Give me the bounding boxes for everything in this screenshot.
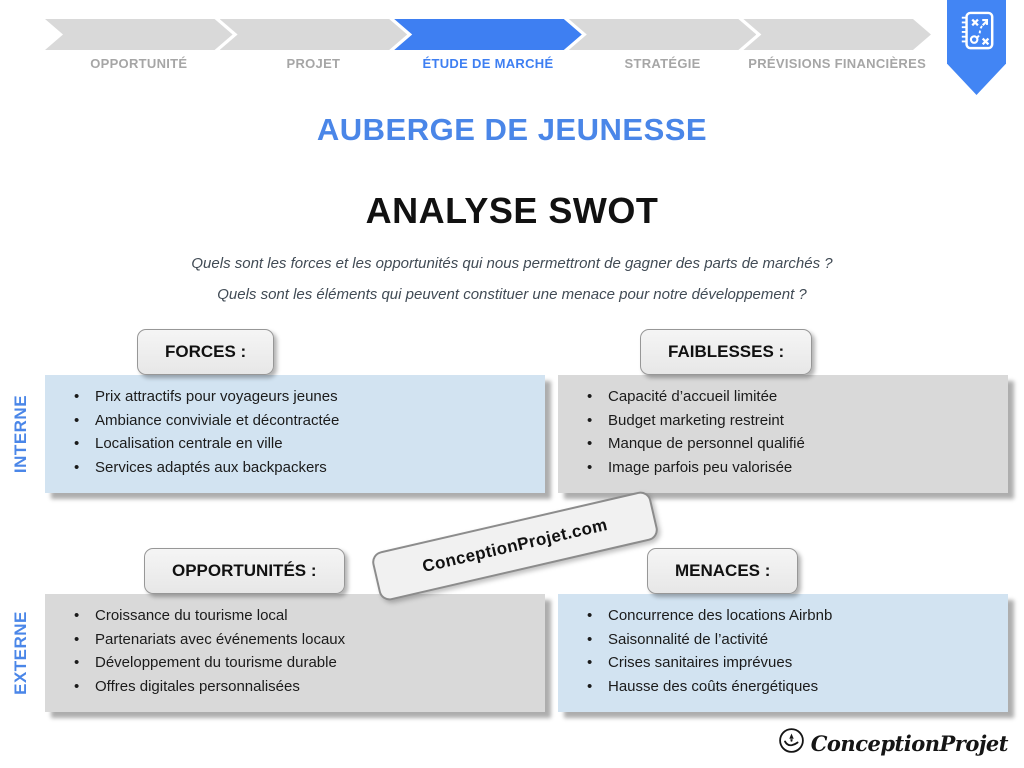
list-item: Budget marketing restreint [558,409,1000,433]
step-chevron-opportunite[interactable] [45,19,233,50]
list-item: Image parfois peu valorisée [558,456,1000,480]
step-label-etude-de-marche[interactable]: ÉTUDE DE MARCHÉ [422,56,554,71]
opportunites-title-pill: OPPORTUNITÉS : [144,548,345,594]
bookmark-ribbon [947,0,1006,95]
list-item: Saisonnalité de l’activité [558,628,1000,652]
step-label-projet[interactable]: PROJET [286,56,341,71]
menaces-title-pill: MENACES : [647,548,799,594]
menaces-box: Concurrence des locations Airbnb Saisonn… [558,594,1008,712]
list-item: Manque de personnel qualifié [558,432,1000,456]
watermark-badge: ConceptionProjet.com [370,489,660,603]
list-item: Partenariats avec événements locaux [45,628,537,652]
step-label-strategie[interactable]: STRATÉGIE [624,56,701,71]
list-item: Capacité d’accueil limitée [558,385,1000,409]
hand-rocket-icon [778,727,805,759]
list-item: Prix attractifs pour voyageurs jeunes [45,385,537,409]
step-chevron-projet[interactable] [220,19,408,50]
guiding-question-1: Quels sont les forces et les opportunité… [191,255,833,272]
list-item: Offres digitales personnalisées [45,675,537,699]
row-label-interne: INTERNE [11,394,30,474]
faiblesses-box: Capacité d’accueil limitée Budget market… [558,375,1008,493]
list-item: Localisation centrale en ville [45,432,537,456]
list-item: Hausse des coûts énergétiques [558,675,1000,699]
row-label-externe: EXTERNE [11,611,31,695]
list-item: Services adaptés aux backpackers [45,456,537,480]
step-label-opportunite[interactable]: OPPORTUNITÉ [90,56,188,71]
forces-title-pill: FORCES : [137,329,275,375]
list-item: Croissance du tourisme local [45,604,537,628]
list-item: Concurrence des locations Airbnb [558,604,1000,628]
list-item: Crises sanitaires imprévues [558,651,1000,675]
step-chevron-previsions[interactable] [743,19,931,50]
faiblesses-title-pill: FAIBLESSES : [640,329,813,375]
list-item: Ambiance conviviale et décontractée [45,409,537,433]
step-label-previsions[interactable]: PRÉVISIONS FINANCIÈRES [748,56,927,71]
strategy-playbook-icon [958,0,996,95]
opportunites-box: Croissance du tourisme local Partenariat… [45,594,545,712]
step-chevron-etude-de-marche[interactable] [394,19,582,50]
guiding-question-2: Quels sont les éléments qui peuvent cons… [217,286,807,303]
forces-box: Prix attractifs pour voyageurs jeunes Am… [45,375,545,493]
step-chevron-strategie[interactable] [569,19,757,50]
list-item: Développement du tourisme durable [45,651,537,675]
slide-subtitle: ANALYSE SWOT [365,190,659,231]
page-title: AUBERGE DE JEUNESSE [316,112,708,147]
process-stepper-labels: OPPORTUNITÉ PROJET ÉTUDE DE MARCHÉ STRAT… [45,56,931,71]
process-stepper [45,19,931,50]
brand-logo-text: ConceptionProjet [810,730,1009,756]
brand-logo: ConceptionProjet [778,727,1009,759]
